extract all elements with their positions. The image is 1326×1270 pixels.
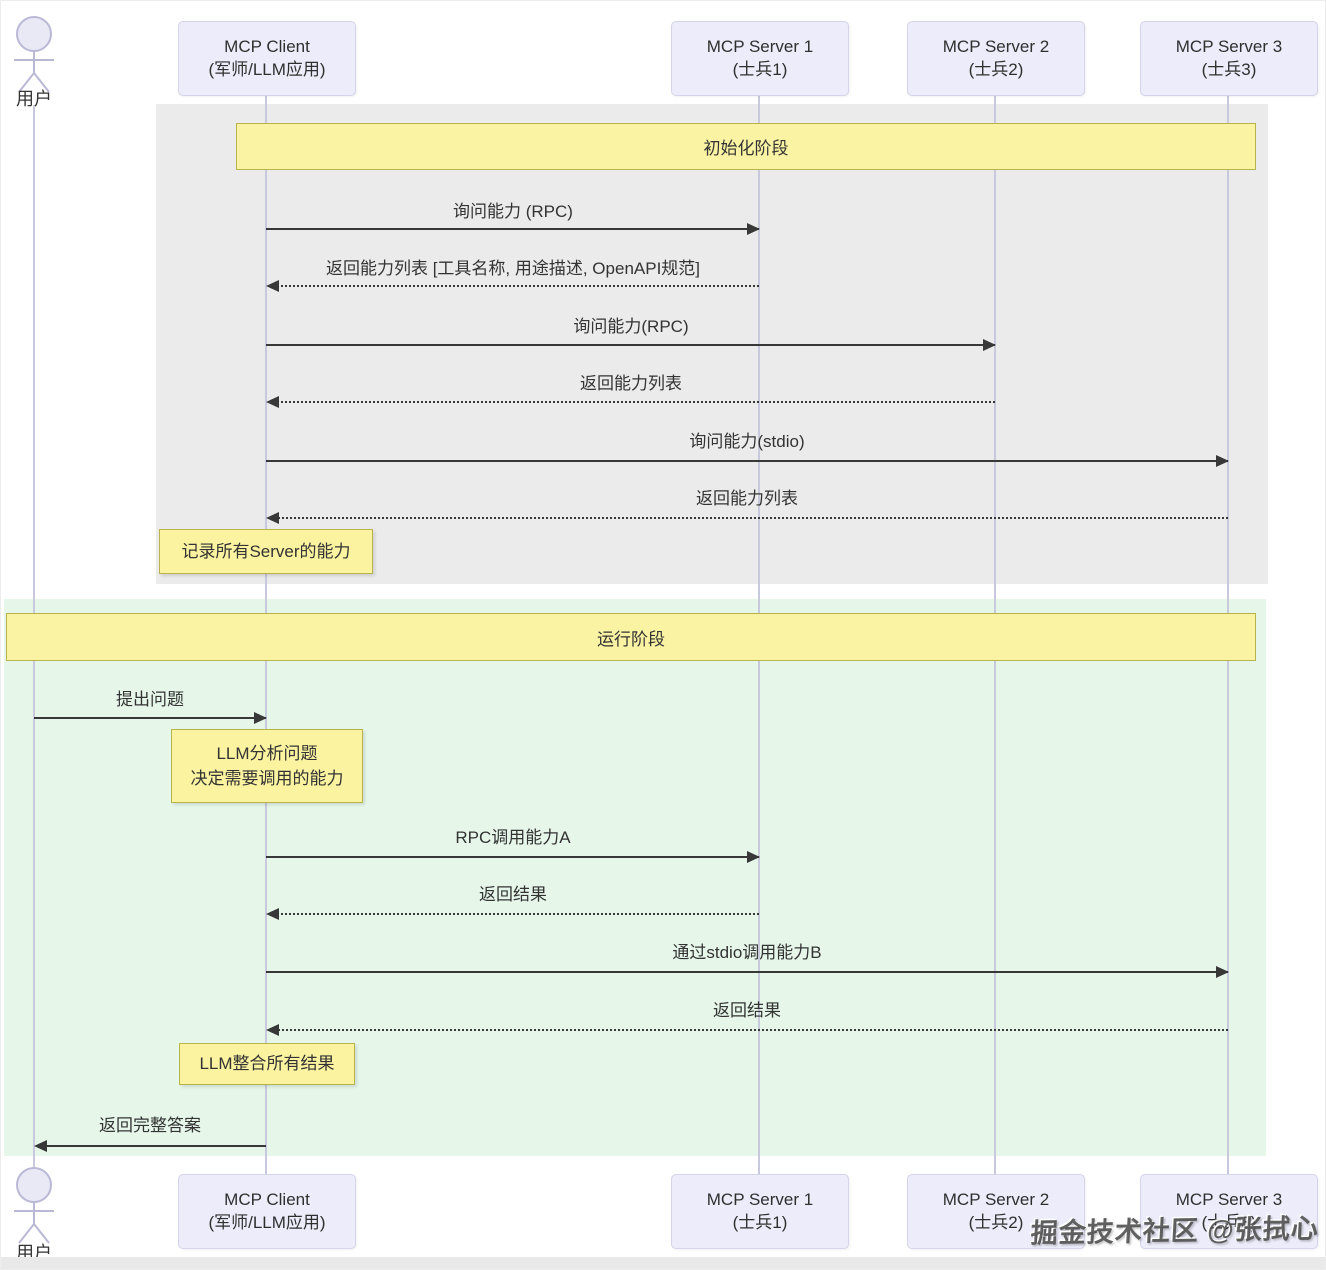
arrowhead-right-icon bbox=[747, 851, 760, 863]
arrowhead-left-icon bbox=[266, 280, 279, 292]
message-label: 返回能力列表 [工具名称, 用途描述, OpenAPI规范] bbox=[325, 259, 701, 278]
arrowhead-right-icon bbox=[983, 339, 996, 351]
participant-server1-bottom: MCP Server 1 (士兵1) bbox=[671, 1174, 849, 1249]
note-text-line1: LLM分析问题 bbox=[216, 743, 318, 763]
init-phase-banner: 初始化阶段 bbox=[236, 123, 1256, 170]
note-text: LLM整合所有结果 bbox=[199, 1054, 335, 1074]
participant-server3-bottom: MCP Server 3 (士兵3) bbox=[1140, 1174, 1318, 1249]
participant-client-top: MCP Client (军师/LLM应用) bbox=[178, 21, 356, 96]
bottom-edge-strip bbox=[1, 1257, 1325, 1269]
user-actor-icon bbox=[14, 1167, 54, 1244]
arrowhead-right-icon bbox=[1216, 455, 1229, 467]
init-phase-label: 初始化阶段 bbox=[703, 139, 789, 158]
arrowhead-right-icon bbox=[1216, 966, 1229, 978]
arrowhead-left-icon bbox=[266, 908, 279, 920]
message-line bbox=[266, 344, 995, 346]
participant-name: MCP Server 3 bbox=[1175, 36, 1283, 56]
participant-subtitle: (士兵3) bbox=[1201, 1212, 1257, 1232]
message-label: 询问能力(RPC) bbox=[573, 317, 689, 336]
participant-name: MCP Server 2 bbox=[942, 1189, 1050, 1209]
message-line bbox=[269, 401, 995, 403]
message-label: 询问能力(stdio) bbox=[689, 432, 805, 451]
note-llm-analyse: LLM分析问题 决定需要调用的能力 bbox=[171, 729, 363, 803]
message-label: 返回能力列表 bbox=[580, 374, 682, 393]
user-actor-label: 用户 bbox=[16, 89, 52, 109]
watermark: 掘金技术社区 @张拭心 bbox=[1029, 1213, 1320, 1249]
message-label: 返回完整答案 bbox=[99, 1116, 201, 1135]
participant-subtitle: (士兵1) bbox=[732, 59, 788, 79]
note-record-capabilities: 记录所有Server的能力 bbox=[159, 529, 373, 574]
message-line bbox=[266, 971, 1228, 973]
participant-subtitle: (士兵2) bbox=[968, 59, 1024, 79]
arrowhead-left-icon bbox=[266, 396, 279, 408]
note-text-line2: 决定需要调用的能力 bbox=[190, 769, 344, 788]
arrowhead-left-icon bbox=[34, 1140, 47, 1152]
message-label: 通过stdio调用能力B bbox=[672, 943, 822, 962]
message-line bbox=[269, 913, 759, 915]
message-line bbox=[266, 228, 759, 230]
message-line bbox=[269, 285, 759, 287]
participant-name: MCP Server 1 bbox=[706, 36, 814, 56]
participant-server2-bottom: MCP Server 2 (士兵2) bbox=[907, 1174, 1085, 1249]
arrowhead-left-icon bbox=[266, 512, 279, 524]
participant-name: MCP Server 1 bbox=[706, 1189, 814, 1209]
participant-name: MCP Server 2 bbox=[942, 36, 1050, 56]
participant-subtitle: (士兵2) bbox=[968, 1212, 1024, 1232]
message-line bbox=[34, 717, 266, 719]
message-label: 返回结果 bbox=[713, 1001, 781, 1020]
participant-subtitle: (军师/LLM应用) bbox=[208, 1212, 326, 1232]
message-label: 返回能力列表 bbox=[696, 489, 798, 508]
note-llm-merge-results: LLM整合所有结果 bbox=[179, 1043, 355, 1085]
message-line bbox=[269, 517, 1228, 519]
message-label: 询问能力 (RPC) bbox=[453, 202, 573, 221]
arrowhead-left-icon bbox=[266, 1024, 279, 1036]
participant-subtitle: (军师/LLM应用) bbox=[208, 59, 326, 79]
note-text: 记录所有Server的能力 bbox=[181, 541, 351, 561]
participant-server2-top: MCP Server 2 (士兵2) bbox=[907, 21, 1085, 96]
participant-client-bottom: MCP Client (军师/LLM应用) bbox=[178, 1174, 356, 1249]
run-phase-label: 运行阶段 bbox=[597, 629, 665, 649]
message-label: 提出问题 bbox=[116, 690, 184, 709]
participant-subtitle: (士兵3) bbox=[1201, 59, 1257, 79]
participant-server3-top: MCP Server 3 (士兵3) bbox=[1140, 21, 1318, 96]
arrowhead-right-icon bbox=[254, 712, 267, 724]
message-line bbox=[266, 460, 1228, 462]
message-line bbox=[269, 1029, 1228, 1031]
user-actor-icon bbox=[14, 16, 54, 93]
message-line bbox=[266, 856, 759, 858]
run-phase-banner: 运行阶段 bbox=[6, 613, 1256, 661]
message-label: RPC调用能力A bbox=[455, 828, 571, 847]
arrowhead-right-icon bbox=[747, 223, 760, 235]
participant-name: MCP Client bbox=[224, 36, 310, 56]
participant-server1-top: MCP Server 1 (士兵1) bbox=[671, 21, 849, 96]
participant-name: MCP Client bbox=[224, 1189, 310, 1209]
participant-subtitle: (士兵1) bbox=[732, 1212, 788, 1232]
message-line bbox=[37, 1145, 266, 1147]
participant-name: MCP Server 3 bbox=[1175, 1189, 1283, 1209]
message-label: 返回结果 bbox=[479, 885, 547, 904]
